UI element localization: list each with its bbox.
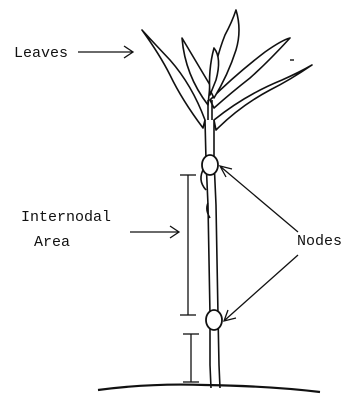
ground-line [98, 385, 320, 392]
lower-segment-bracket [183, 334, 199, 382]
leaves-arrow [78, 46, 133, 58]
internodal-arrow [130, 226, 179, 238]
internodal-label-line1: Internodal [21, 209, 111, 226]
internodal-bracket [180, 175, 196, 315]
leaves [142, 10, 312, 130]
nodes-label: Nodes [297, 233, 342, 250]
upper-node [202, 155, 218, 175]
nodes-arrows [220, 166, 298, 321]
lower-node [206, 310, 222, 330]
leaves-label: Leaves [14, 45, 68, 62]
internodal-label-line2: Area [34, 234, 70, 251]
